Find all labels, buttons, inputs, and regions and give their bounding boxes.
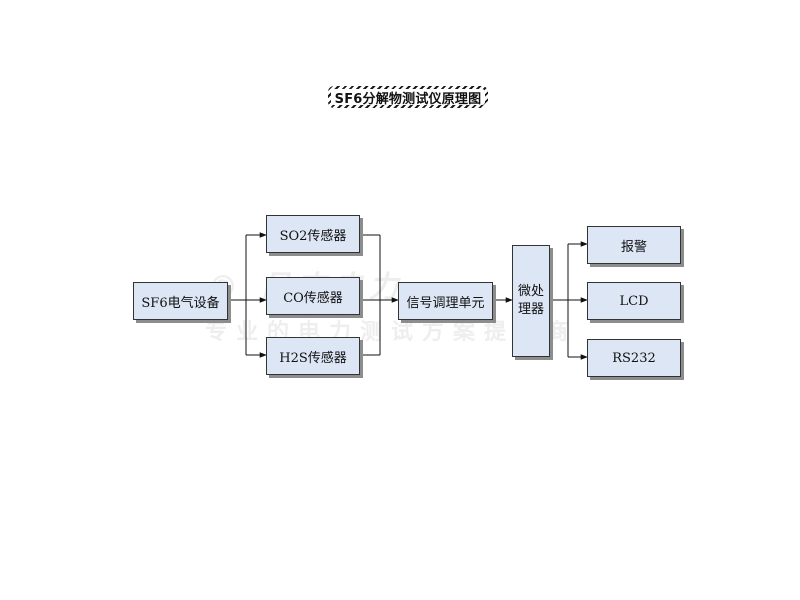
microprocessor-label-line1: 微处: [517, 284, 544, 299]
box-so2-sensor: SO2传感器: [266, 215, 360, 253]
diagram-title-badge: SF6分解物测试仪原理图: [328, 86, 488, 108]
box-h2s-sensor: H2S传感器: [266, 337, 360, 375]
box-signal-conditioning: 信号调理单元: [398, 282, 493, 320]
microprocessor-label-line2: 理器: [517, 302, 544, 317]
box-rs232: RS232: [587, 339, 681, 377]
diagram-title: SF6分解物测试仪原理图: [331, 89, 485, 107]
box-microprocessor: 微处 理器: [512, 245, 550, 357]
box-sf6-equipment: SF6电气设备: [133, 282, 228, 320]
box-lcd: LCD: [587, 282, 681, 320]
box-co-sensor: CO传感器: [266, 277, 360, 315]
box-alarm: 报警: [587, 226, 681, 264]
